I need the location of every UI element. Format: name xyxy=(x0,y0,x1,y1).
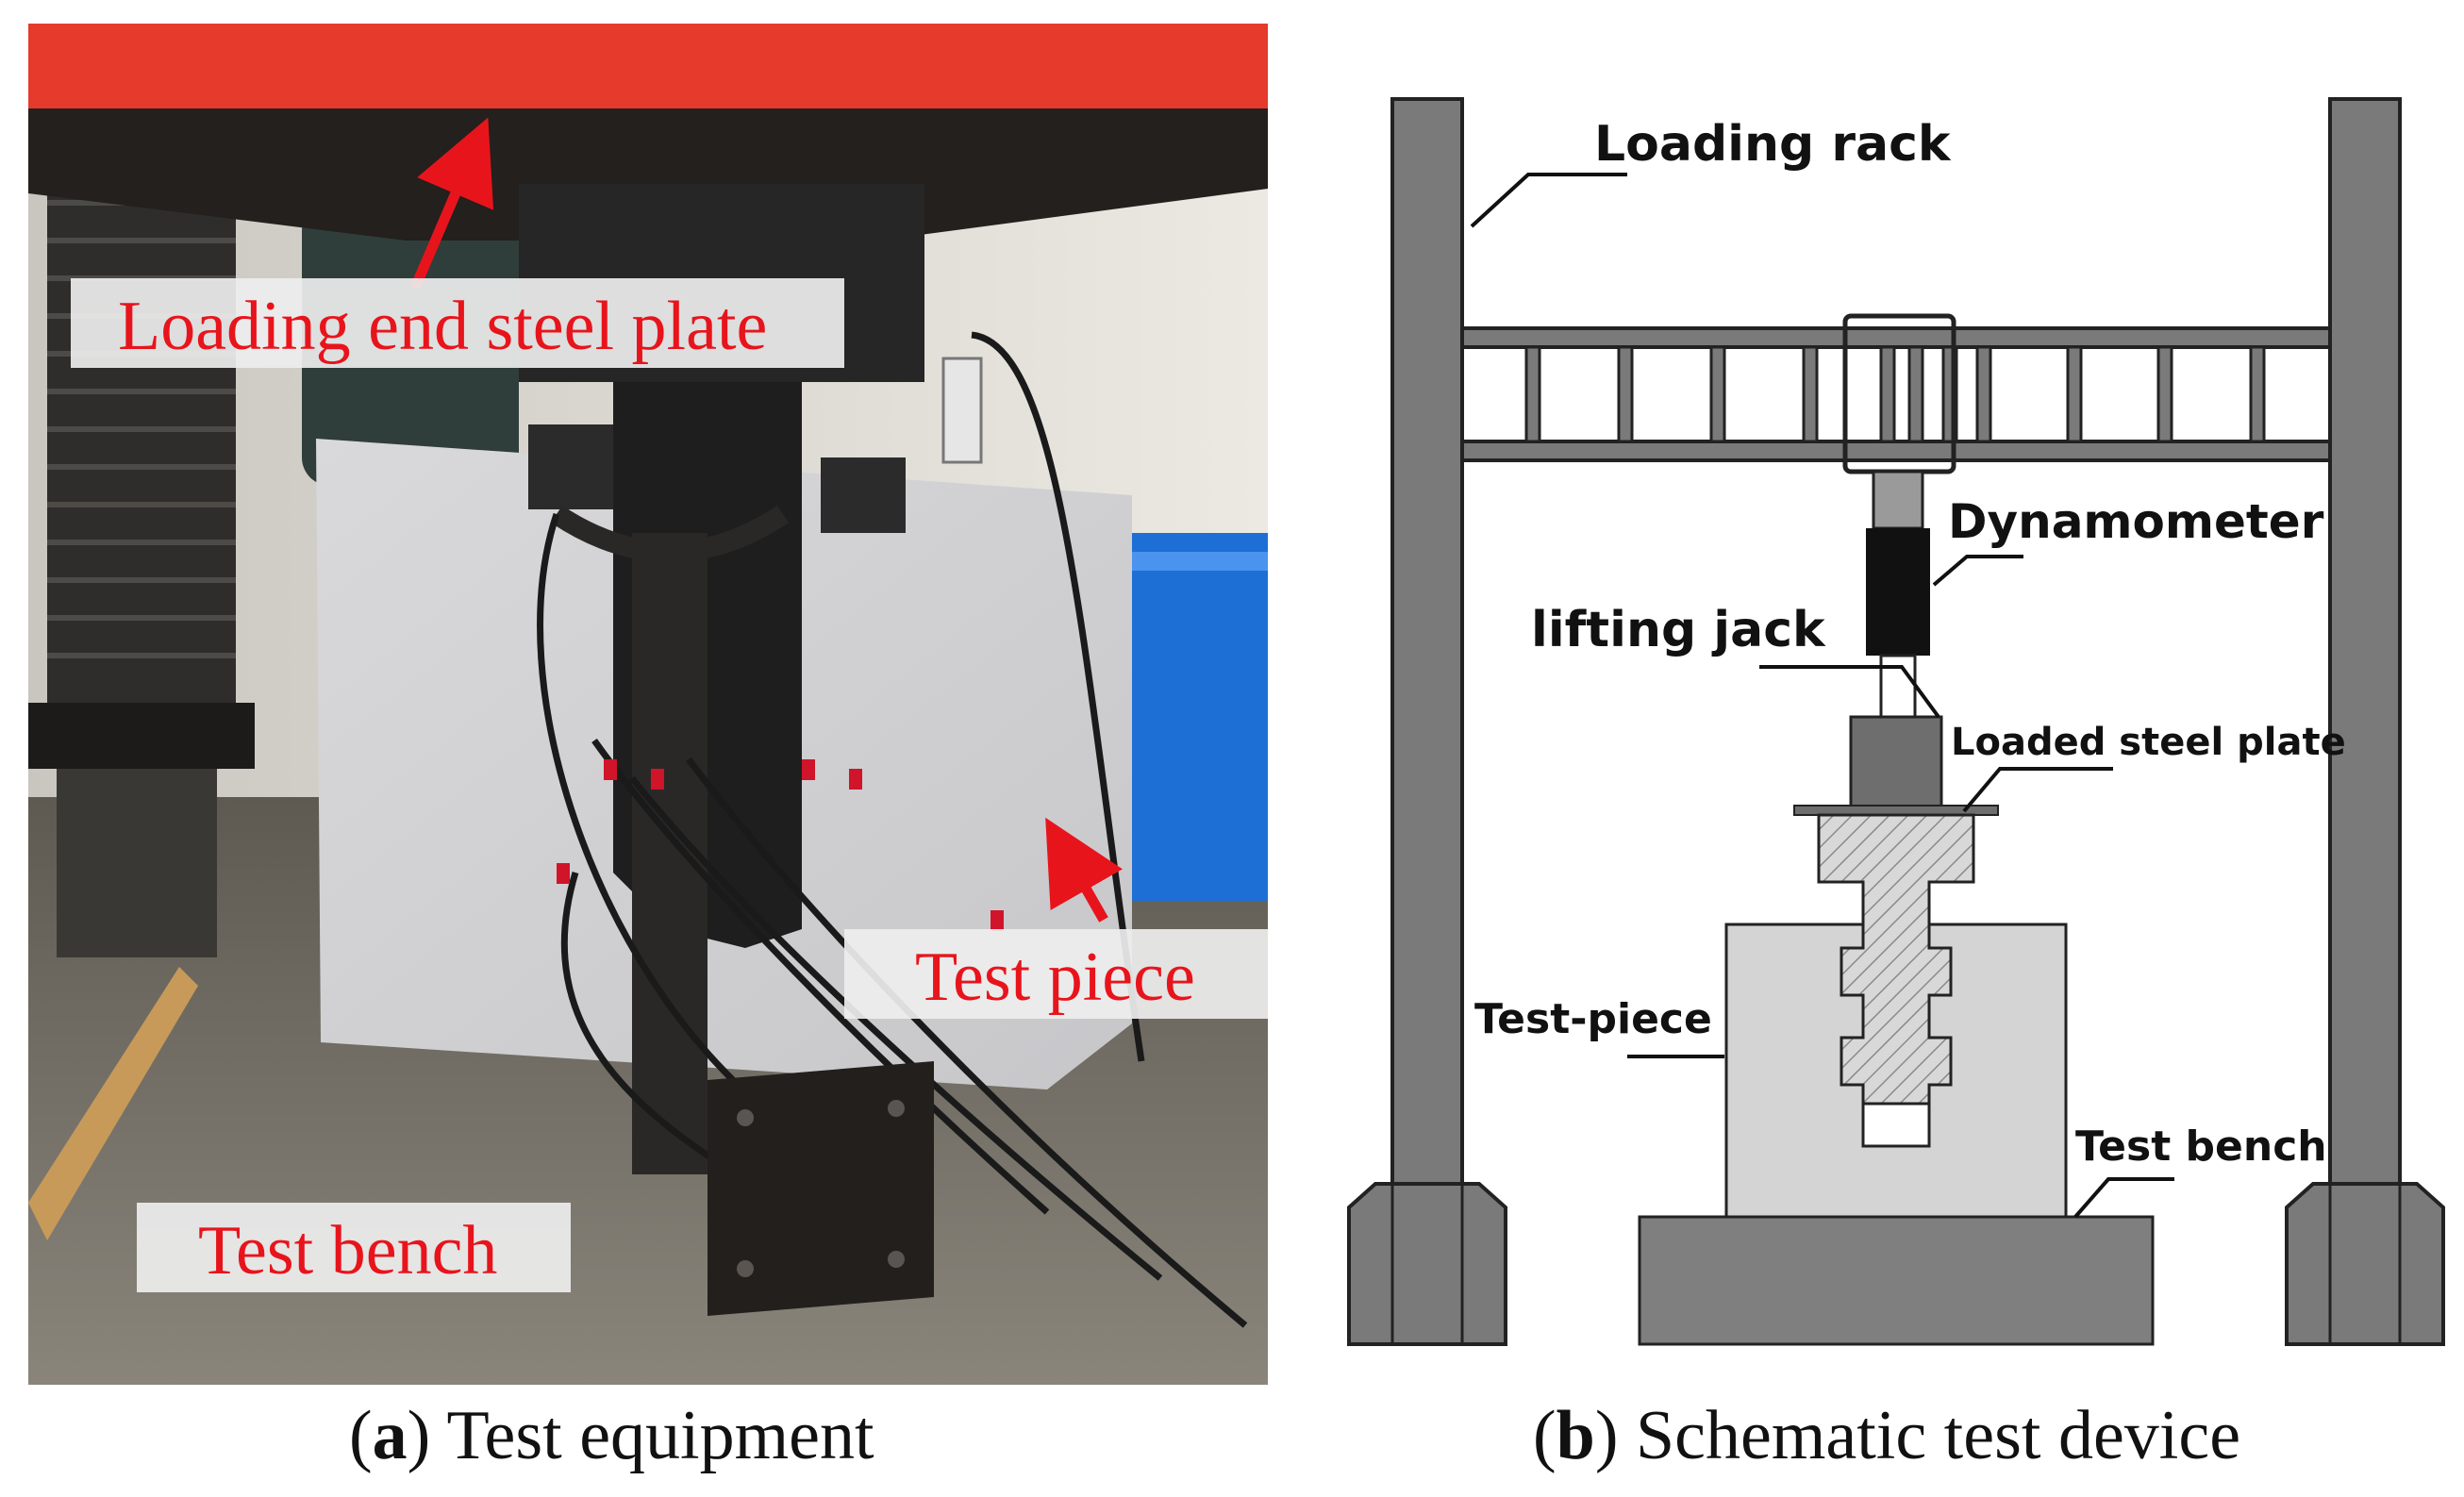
label-test-bench: Test bench xyxy=(198,1212,497,1289)
test-equipment-photo: Loading end steel plate Test piece Test … xyxy=(28,24,1268,1385)
caption-a-letter: a xyxy=(372,1397,408,1474)
label-box-loading-plate xyxy=(71,278,844,368)
caption-a: (a) Test equipment xyxy=(349,1397,874,1474)
left-foot xyxy=(1347,1182,1507,1346)
test-bench xyxy=(1638,1215,2155,1346)
left-column xyxy=(1390,97,1464,1346)
crossbeam-truss xyxy=(1460,313,2332,474)
lifting-jack xyxy=(1879,654,1917,719)
label-lifting-jack: lifting jack xyxy=(1531,602,1826,658)
wooden-plank xyxy=(28,967,198,1240)
right-foot xyxy=(2285,1182,2445,1346)
caption-a-text: Test equipment xyxy=(446,1397,874,1474)
label-test-bench: Test bench xyxy=(2075,1123,2327,1171)
label-loading-rack: Loading rack xyxy=(1594,116,1952,173)
caption-b-text: Schematic test device xyxy=(1635,1397,2241,1474)
arrow-loading-plate xyxy=(409,117,494,291)
photo-illustration: Loading end steel plate Test piece Test … xyxy=(28,24,1268,1385)
leader-test-bench xyxy=(2073,1177,2174,1219)
press-top-red xyxy=(28,24,1268,118)
label-dynamometer: Dynamometer xyxy=(1948,494,2324,549)
blue-crate xyxy=(1113,533,1268,901)
leader-loaded-plate xyxy=(1962,767,2113,813)
loading-rod xyxy=(1872,470,1924,530)
schematic-diagram: Loading rack Dynamometer lifting jack Lo… xyxy=(1340,75,2453,1396)
label-test-piece: Test piece xyxy=(915,939,1195,1016)
label-loaded-steel-plate: Loaded steel plate xyxy=(1951,721,2346,764)
leader-dynamometer xyxy=(1932,555,2023,587)
right-column xyxy=(2328,97,2402,1346)
base-plate xyxy=(708,1061,934,1316)
label-test-piece: Test-piece xyxy=(1474,995,1712,1043)
leader-loading-rack xyxy=(1470,173,1627,228)
dynamometer xyxy=(1866,528,1930,656)
schematic-svg: Loading rack Dynamometer lifting jack Lo… xyxy=(1347,97,2445,1346)
loading-end-steel-plate xyxy=(28,108,1268,241)
caption-b: (b) Schematic test device xyxy=(1533,1397,2241,1474)
label-box-test-piece xyxy=(844,929,1268,1019)
anchor-rebar xyxy=(1817,813,1975,1106)
label-box-test-bench xyxy=(137,1203,571,1292)
label-loading-end-steel-plate: Loading end steel plate xyxy=(118,288,767,365)
arrow-test-piece xyxy=(1045,817,1124,923)
leader-lifting-jack xyxy=(1759,665,1940,719)
caption-b-letter: b xyxy=(1556,1397,1595,1474)
loaded-steel-plate-block xyxy=(1849,715,1943,809)
